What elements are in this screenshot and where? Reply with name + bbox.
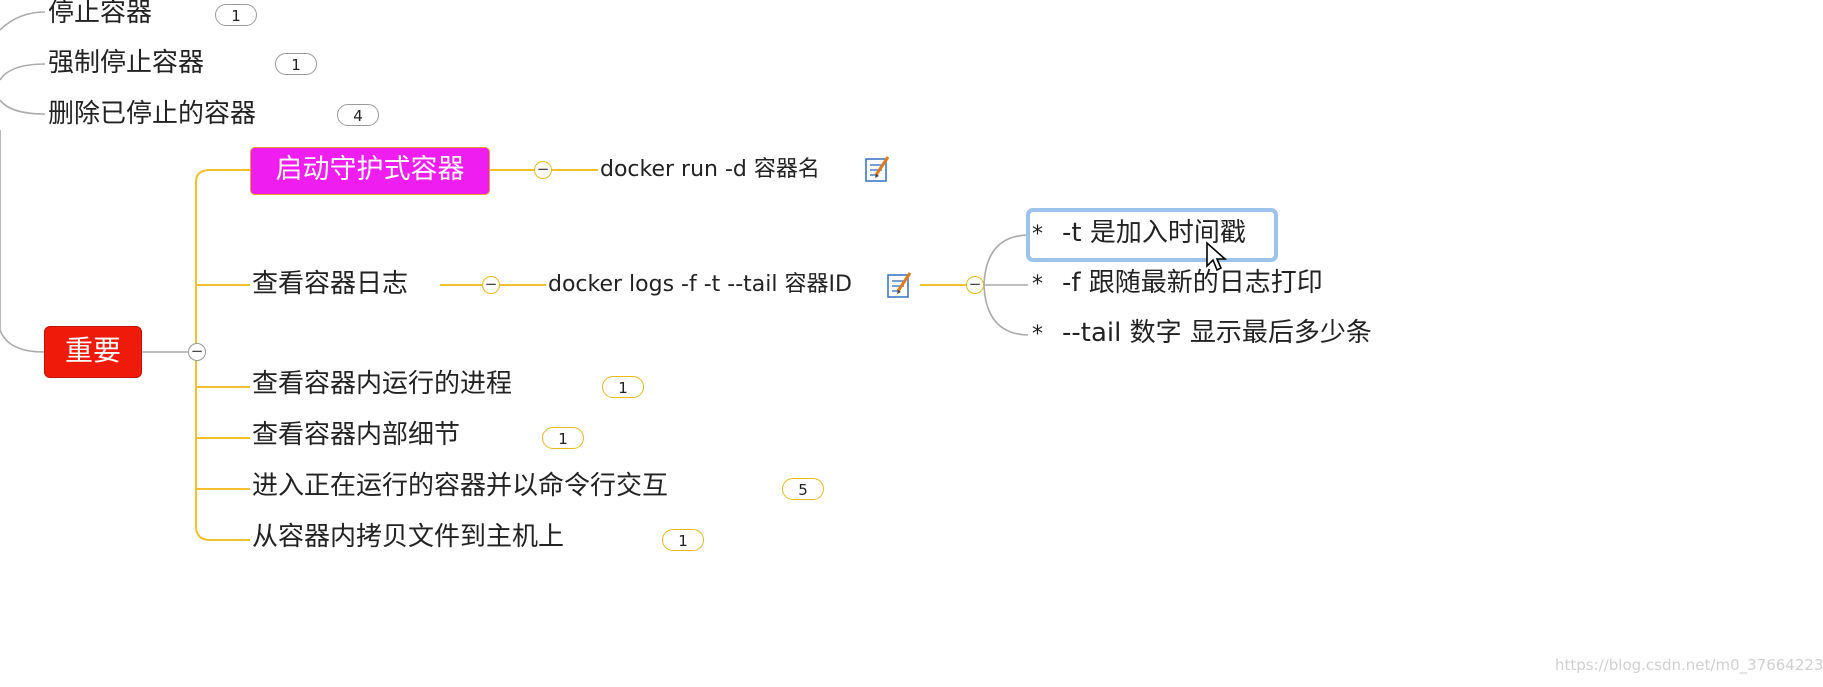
node-view-processes[interactable]: 查看容器内运行的进程 xyxy=(252,369,513,399)
mouse-cursor-icon xyxy=(1206,241,1228,272)
option-text[interactable]: --tail 数字 显示最后多少条 xyxy=(1062,318,1372,348)
top-item-label[interactable]: 停止容器 xyxy=(48,0,153,28)
child-count-badge[interactable]: 1 xyxy=(662,529,704,551)
collapse-icon[interactable]: − xyxy=(482,276,500,294)
logs-command[interactable]: docker logs -f -t --tail 容器ID xyxy=(548,272,852,297)
selection-highlight xyxy=(1026,208,1278,262)
option-bullet: * xyxy=(1032,272,1043,297)
note-icon[interactable] xyxy=(864,155,892,183)
top-item-label[interactable]: 删除已停止的容器 xyxy=(48,99,257,129)
option-text[interactable]: -t 是加入时间戳 xyxy=(1062,218,1246,248)
node-exec-interactive[interactable]: 进入正在运行的容器并以命令行交互 xyxy=(252,471,669,501)
collapse-icon[interactable]: − xyxy=(966,276,984,294)
option-bullet: * xyxy=(1032,222,1043,247)
node-view-logs[interactable]: 查看容器日志 xyxy=(252,269,409,299)
collapse-icon[interactable]: − xyxy=(534,161,552,179)
child-count-badge[interactable]: 1 xyxy=(542,427,584,449)
child-count-badge[interactable]: 4 xyxy=(337,104,379,126)
child-count-badge[interactable]: 1 xyxy=(275,53,317,75)
watermark: https://blog.csdn.net/m0_37664223 xyxy=(1555,656,1823,674)
child-count-badge[interactable]: 5 xyxy=(782,478,824,500)
child-count-badge[interactable]: 1 xyxy=(215,4,257,26)
child-count-badge[interactable]: 1 xyxy=(602,376,644,398)
collapse-icon[interactable]: − xyxy=(188,343,206,361)
note-icon[interactable] xyxy=(886,271,914,299)
option-bullet: * xyxy=(1032,322,1043,347)
root-node-important[interactable]: 重要 xyxy=(44,326,142,378)
option-text[interactable]: -f 跟随最新的日志打印 xyxy=(1062,268,1323,298)
node-copy-files[interactable]: 从容器内拷贝文件到主机上 xyxy=(252,522,565,552)
top-item-label[interactable]: 强制停止容器 xyxy=(48,48,205,78)
node-daemon-container[interactable]: 启动守护式容器 xyxy=(250,147,490,195)
node-inspect-container[interactable]: 查看容器内部细节 xyxy=(252,420,461,450)
daemon-command[interactable]: docker run -d 容器名 xyxy=(600,157,820,182)
